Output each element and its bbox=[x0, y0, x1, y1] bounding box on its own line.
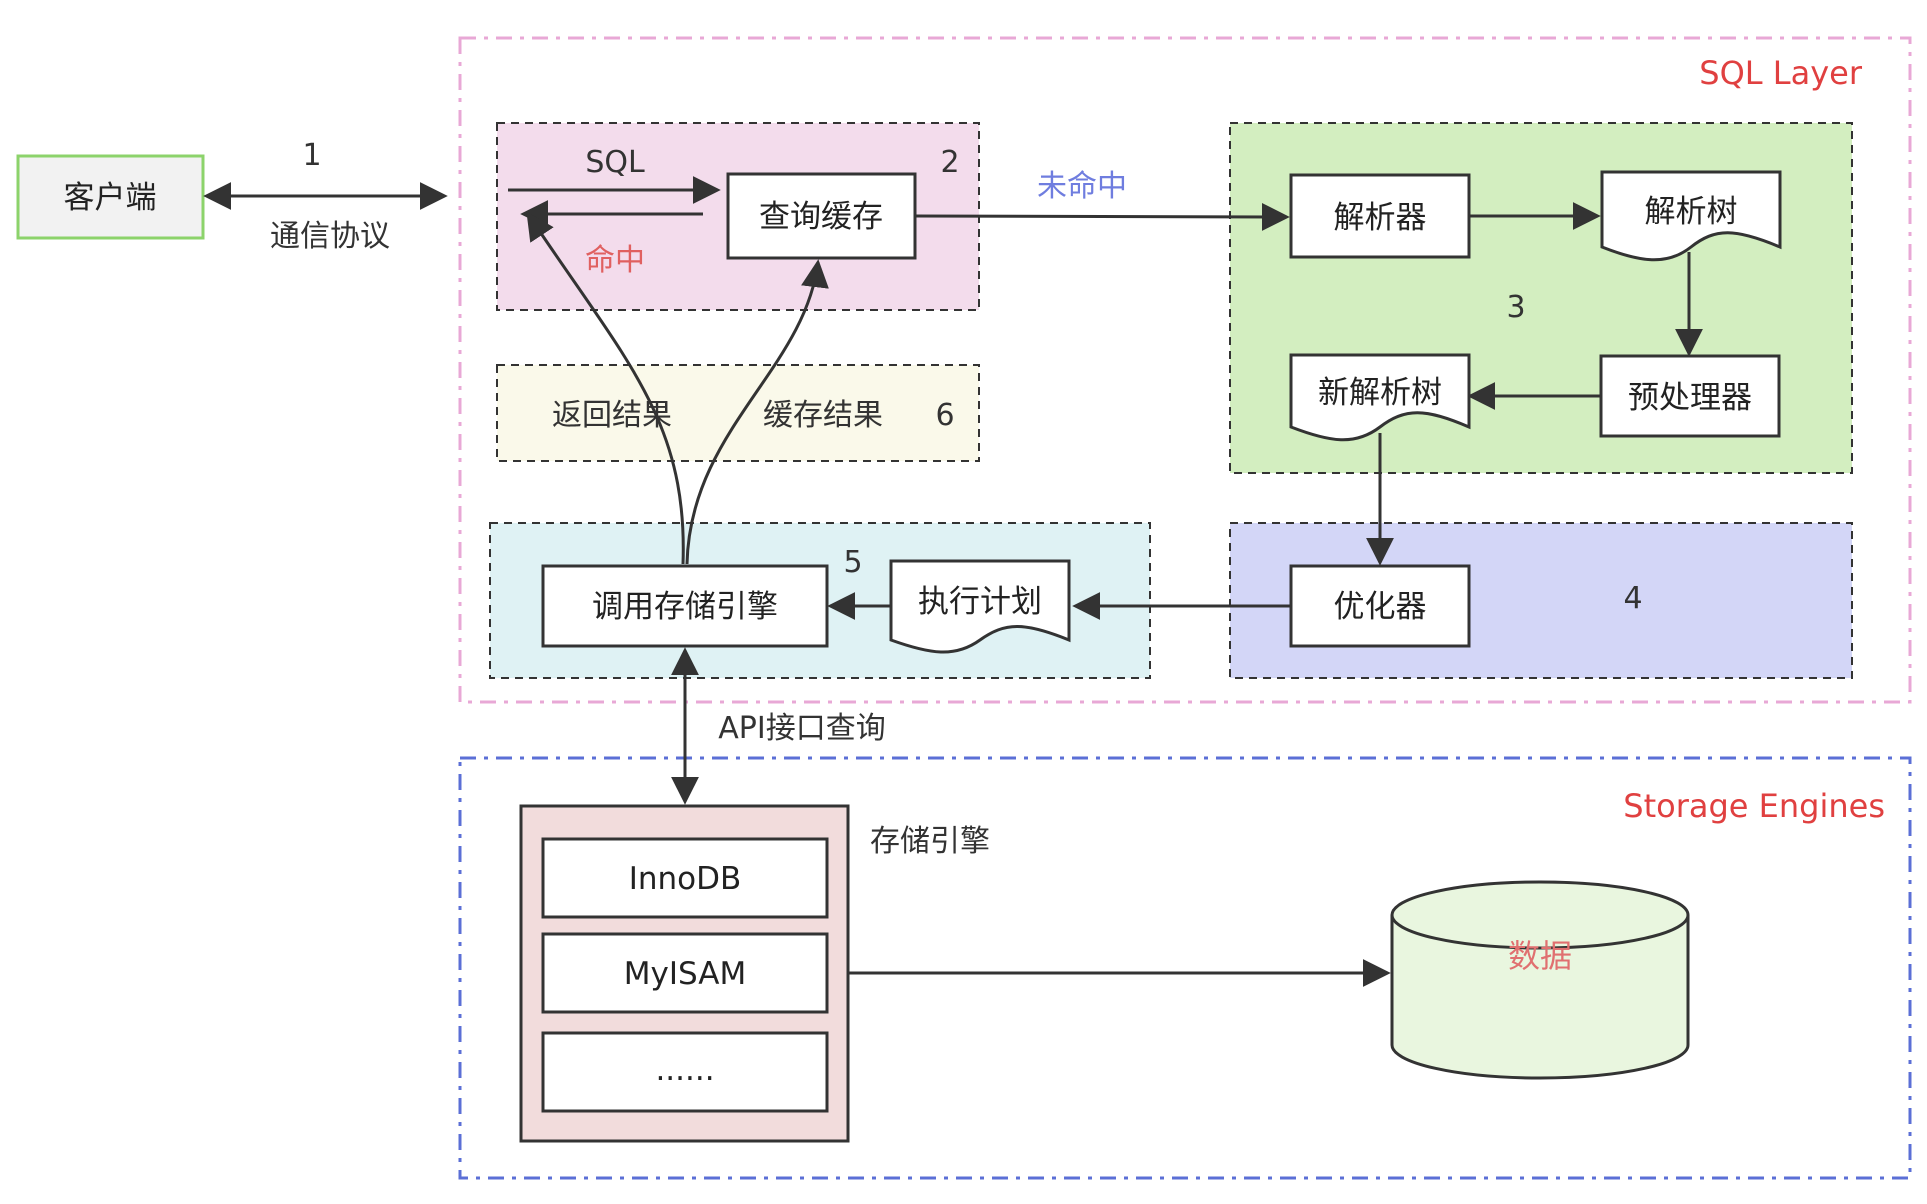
client-box bbox=[16, 154, 205, 240]
storage-engines-container bbox=[458, 756, 1912, 1180]
engine-myisam-box bbox=[541, 932, 829, 1014]
cache-step: 2 bbox=[940, 145, 959, 180]
hit-label: 命中 bbox=[585, 243, 645, 278]
data-cylinder-body bbox=[1390, 915, 1690, 1080]
engine-other-box bbox=[541, 1031, 829, 1113]
optimizer-label: 优化器 bbox=[1334, 589, 1427, 625]
optimize-step: 4 bbox=[1623, 581, 1642, 616]
engine-other-label: ...... bbox=[655, 1052, 714, 1088]
cache-result-curve bbox=[685, 259, 829, 565]
data-cylinder-top bbox=[1390, 880, 1690, 950]
data-label: 数据 bbox=[1508, 937, 1572, 975]
exec-plan-doc bbox=[889, 559, 1071, 654]
new-parse-tree-label: 新解析树 bbox=[1318, 375, 1442, 411]
exec-plan-label: 执行计划 bbox=[918, 584, 1042, 620]
parse-step: 3 bbox=[1506, 290, 1525, 325]
new-parse-tree-doc bbox=[1289, 353, 1471, 442]
preprocessor-box bbox=[1599, 354, 1781, 438]
result-step: 6 bbox=[935, 398, 954, 433]
client-label: 客户端 bbox=[64, 180, 157, 216]
parser-label: 解析器 bbox=[1334, 200, 1427, 236]
return-result-label: 返回结果 bbox=[552, 398, 672, 433]
parse-tree-doc bbox=[1600, 170, 1782, 262]
call-engine-label: 调用存储引擎 bbox=[592, 589, 778, 625]
cache-result-label: 缓存结果 bbox=[763, 398, 883, 433]
parser-box bbox=[1289, 173, 1471, 259]
miss-label: 未命中 bbox=[1037, 169, 1127, 204]
result-group bbox=[496, 364, 980, 462]
preprocessor-label: 预处理器 bbox=[1628, 380, 1752, 416]
storage-engines-title: Storage Engines bbox=[1623, 787, 1885, 825]
sql-label: SQL bbox=[585, 145, 645, 180]
sql-layer-container bbox=[458, 36, 1912, 704]
storage-engine-title: 存储引擎 bbox=[870, 824, 990, 859]
query-cache-box bbox=[726, 172, 917, 260]
engine-innodb-label: InnoDB bbox=[629, 861, 742, 897]
optimizer-box bbox=[1289, 564, 1471, 648]
api-label: API接口查询 bbox=[718, 711, 885, 746]
parse-tree-label: 解析树 bbox=[1645, 194, 1738, 230]
protocol-step: 1 bbox=[302, 138, 321, 173]
execute-step: 5 bbox=[843, 545, 862, 580]
call-engine-box bbox=[541, 564, 829, 648]
miss-arrow bbox=[914, 202, 1290, 231]
engine-innodb-box bbox=[541, 837, 829, 919]
return-result-curve bbox=[526, 211, 685, 565]
protocol-label: 通信协议 bbox=[270, 219, 390, 254]
engine-myisam-label: MyISAM bbox=[624, 956, 746, 992]
sql-layer-title: SQL Layer bbox=[1699, 54, 1863, 92]
query-cache-label: 查询缓存 bbox=[759, 199, 883, 235]
